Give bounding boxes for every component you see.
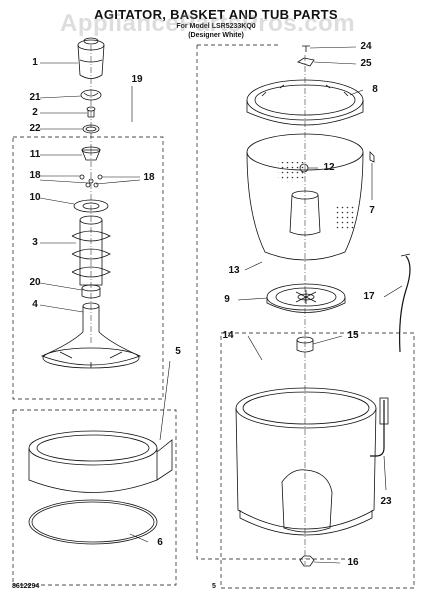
doc-number: 8612294 xyxy=(12,583,40,590)
callout-4: 4 xyxy=(32,299,38,310)
callout-1: 1 xyxy=(32,57,38,68)
callout-5: 5 xyxy=(175,346,181,357)
agitator-group-box xyxy=(12,136,164,400)
callout-2: 2 xyxy=(32,107,38,118)
callout-6: 6 xyxy=(157,537,163,548)
callout-10: 10 xyxy=(29,192,41,203)
callout-23: 23 xyxy=(380,496,392,507)
page-number: 5 xyxy=(212,583,216,590)
part-5-balance-ring xyxy=(28,430,173,493)
part-16-nut xyxy=(299,555,315,567)
part-20-clutch xyxy=(81,284,101,299)
part-21-cap xyxy=(80,89,102,101)
callout-24: 24 xyxy=(360,41,372,52)
callout-15: 15 xyxy=(347,330,359,341)
callout-11: 11 xyxy=(29,149,41,160)
part-1-dispenser xyxy=(77,37,105,79)
basket-group-line xyxy=(196,44,345,560)
part-7-clip xyxy=(369,151,375,163)
model-line: For Model LSR5233KQ0 xyxy=(176,23,256,30)
leader-lines xyxy=(39,46,403,564)
diagram-title: AGITATOR, BASKET AND TUB PARTS xyxy=(94,7,338,22)
part-9-drive-hub xyxy=(266,283,346,313)
part-6-retaining-ring xyxy=(28,499,158,545)
callout-18-left: 18 xyxy=(29,170,41,181)
callout-9: 9 xyxy=(224,294,230,305)
callout-7: 7 xyxy=(369,205,375,216)
callout-21: 21 xyxy=(29,92,41,103)
group-boxes xyxy=(12,44,415,589)
callout-13: 13 xyxy=(228,265,240,276)
center-lines xyxy=(90,45,306,565)
callout-16: 16 xyxy=(347,557,359,568)
part-25-nut xyxy=(297,57,315,67)
part-13-basket xyxy=(246,133,364,261)
part-14-tub xyxy=(235,387,377,536)
callout-8: 8 xyxy=(372,84,378,95)
callout-20: 20 xyxy=(29,277,41,288)
callout-19: 19 xyxy=(131,74,143,85)
ring-group-box xyxy=(12,409,177,586)
part-17-hose xyxy=(399,253,411,353)
part-24-screw xyxy=(302,45,310,52)
part-15-bearing xyxy=(296,336,314,353)
callout-14: 14 xyxy=(222,330,234,341)
callout-3: 3 xyxy=(32,237,38,248)
part-8-balance-ring xyxy=(246,79,364,126)
part-3-auger xyxy=(71,215,111,286)
part-23-pressure-tube xyxy=(370,397,389,457)
color-line: (Designer White) xyxy=(188,32,244,39)
part-11-cam xyxy=(81,146,101,161)
part-10-seal xyxy=(73,199,109,213)
callout-18-right: 18 xyxy=(143,172,155,183)
part-2-bolt xyxy=(86,106,96,118)
callout-22: 22 xyxy=(29,123,41,134)
callout-12: 12 xyxy=(323,162,335,173)
tub-group-box xyxy=(220,332,415,589)
callout-17: 17 xyxy=(363,291,375,302)
part-4-agitator-base xyxy=(40,302,142,369)
callout-25: 25 xyxy=(360,58,372,69)
